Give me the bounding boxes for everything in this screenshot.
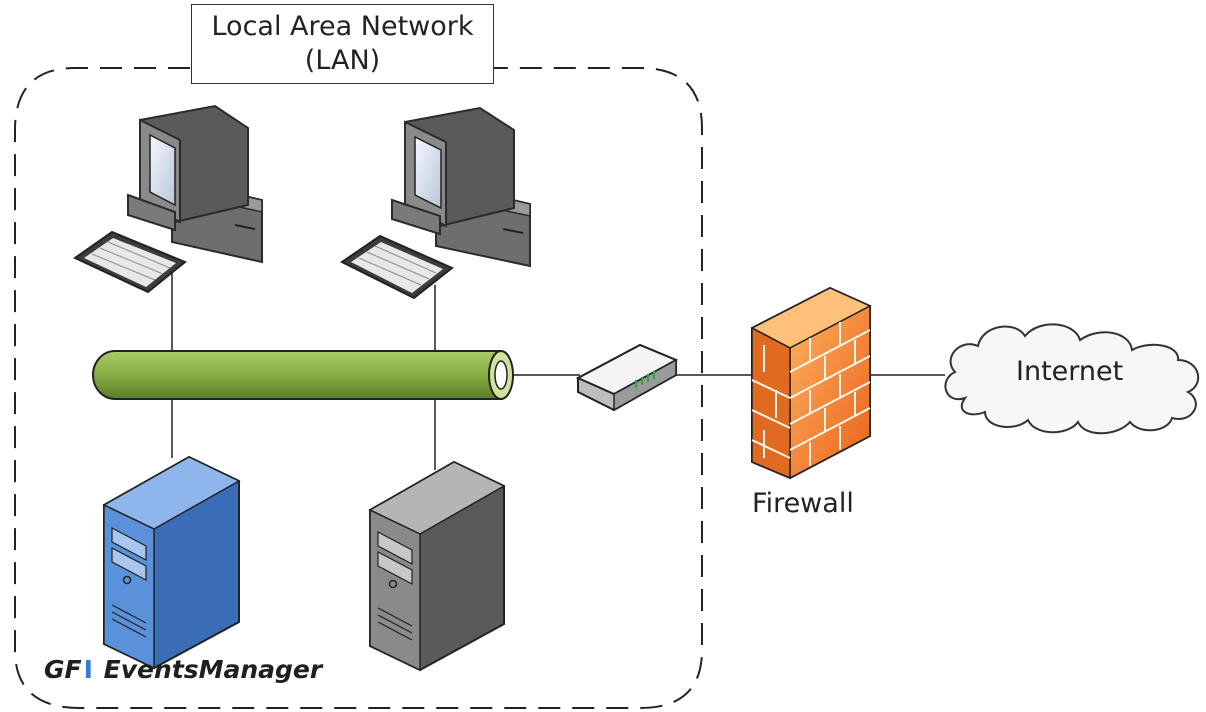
internet-cloud-icon	[944, 323, 1200, 435]
brand-prefix: GFI	[44, 655, 93, 684]
firewall-icon	[750, 286, 872, 480]
lan-boundary	[14, 67, 703, 709]
internet-label: Internet	[1016, 356, 1124, 387]
lan-title-line1: Local Area Network	[211, 11, 474, 42]
workstation-2-icon	[340, 106, 531, 300]
network-links	[171, 272, 945, 470]
firewall-label: Firewall	[752, 488, 854, 519]
lan-cable	[92, 350, 514, 400]
workstation-1-icon	[73, 104, 263, 294]
gfi-server-icon	[102, 455, 241, 670]
brand-name: EventsManager	[103, 655, 323, 684]
brand-bar-mark: I	[83, 655, 93, 684]
lan-title-line2: (LAN)	[304, 45, 381, 76]
lan-title-box: Local Area Network (LAN)	[191, 4, 494, 84]
server-icon	[368, 460, 506, 672]
gfi-brand-logo: GFI EventsManager	[44, 655, 322, 684]
router-icon	[575, 343, 679, 412]
